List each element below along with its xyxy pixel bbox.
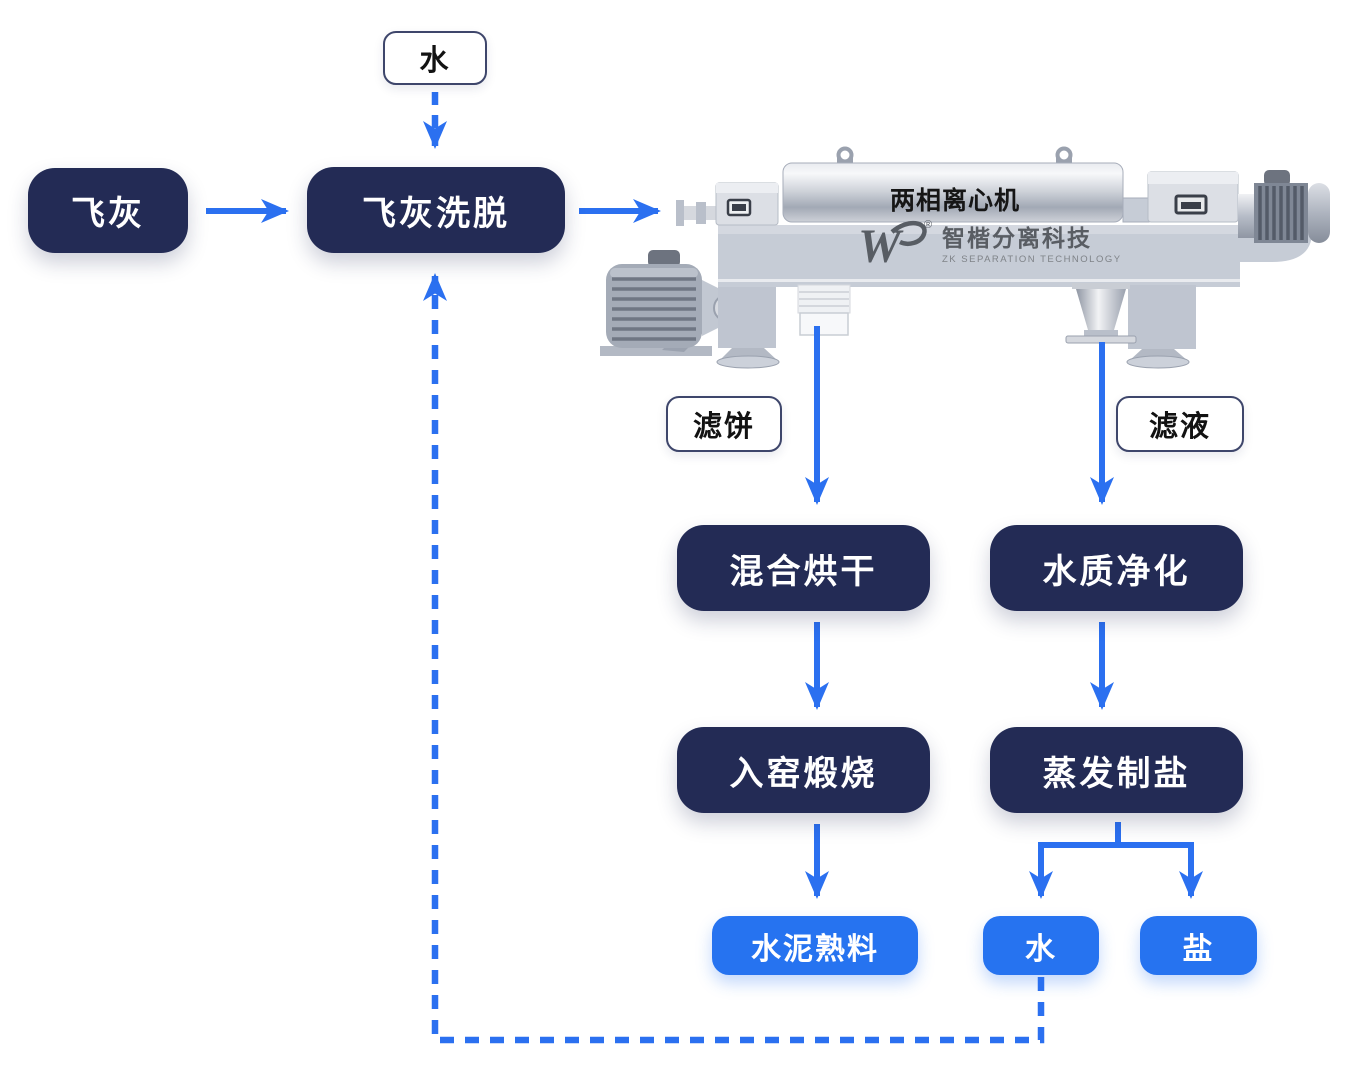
centrifuge-illustration [600,146,1330,369]
centrifuge-drum-title: 两相离心机 [889,187,1020,215]
flow-arrows-layer [206,92,1203,1044]
node-cement-clinker: 水泥熟料 [712,916,918,975]
brand-name-cn: 智楷分离科技 [942,225,1092,251]
node-filter-cake-label: 滤饼 [666,396,782,452]
node-fly-ash-washing: 飞灰洗脱 [307,167,565,253]
registered-mark-icon: ® [924,219,932,231]
node-fly-ash: 飞灰 [28,168,188,253]
brand-block: W ® 智楷分离科技 ZK SEPARATION TECHNOLOGY [856,218,1122,270]
node-salt: 盐 [1140,916,1257,975]
brand-name-en: ZK SEPARATION TECHNOLOGY [942,254,1122,266]
node-water-output: 水 [983,916,1099,975]
node-water-input: 水 [383,31,487,85]
brand-logo-icon: W ® [858,219,932,270]
node-filtrate-label: 滤液 [1116,396,1244,452]
node-mixed-drying: 混合烘干 [677,525,930,611]
node-water-purification: 水质净化 [990,525,1243,611]
node-evaporation-salting: 蒸发制盐 [990,727,1243,813]
node-kiln-calcination: 入窑煅烧 [677,727,930,813]
brand-swoosh-icon [890,221,927,246]
arrow-water-recycle [423,273,1045,1044]
